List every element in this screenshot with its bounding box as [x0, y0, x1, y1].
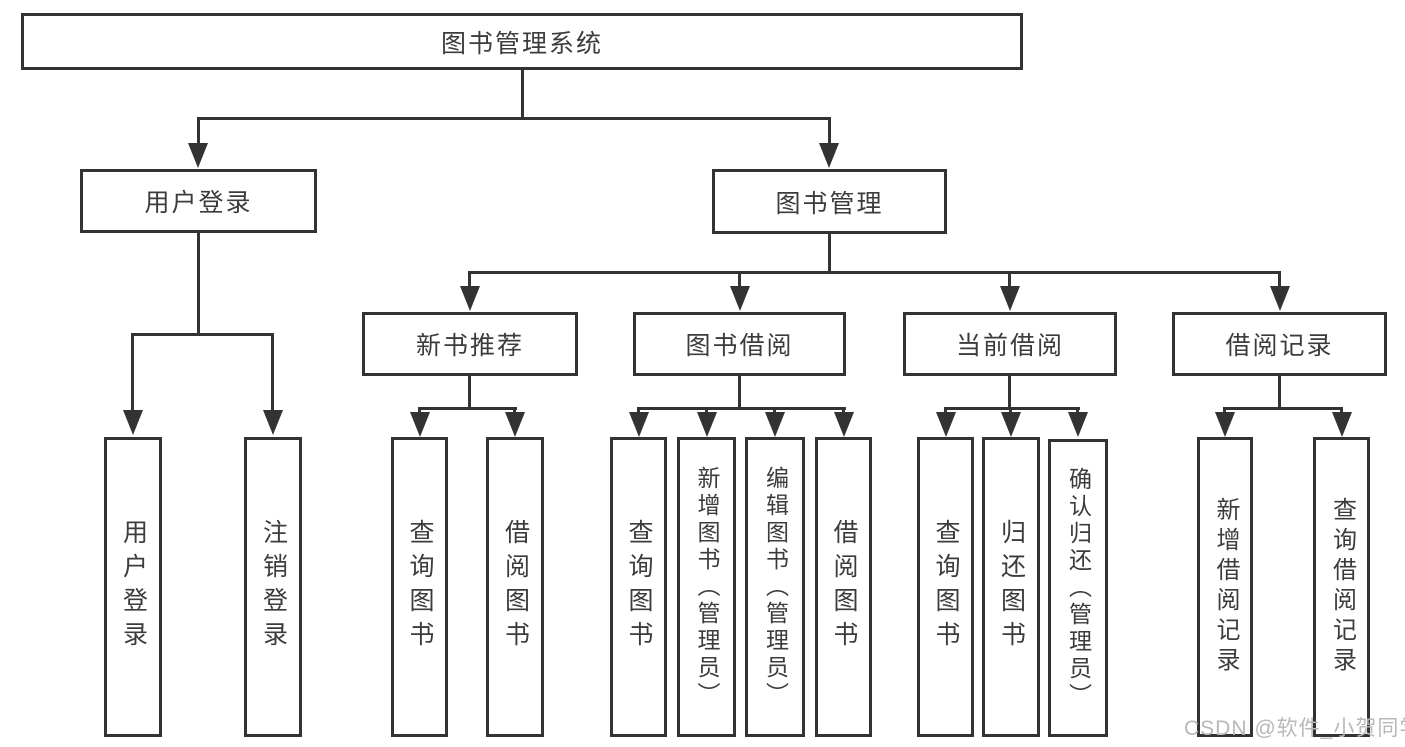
node-borrowing-records: 借阅记录	[1172, 312, 1387, 376]
arrowhead-down	[1000, 286, 1020, 311]
leaf-label: 借阅图书	[501, 519, 530, 655]
arrowhead-down	[1215, 412, 1235, 437]
node-book-management: 图书管理	[712, 169, 947, 234]
connector-line	[1009, 407, 1012, 413]
connector-line	[828, 234, 831, 271]
node-user-login: 用户登录	[80, 169, 317, 233]
arrowhead-down	[263, 410, 283, 435]
node-leaf-logout-action: 注销登录	[244, 437, 302, 737]
connector-line	[944, 407, 947, 413]
csdn-watermark: CSDN @软件_小贺同学	[1184, 717, 1405, 740]
arrowhead-down	[460, 286, 480, 311]
connector-line	[842, 407, 845, 413]
node-book-borrowing: 图书借阅	[633, 312, 846, 376]
leaf-label: 新增图书（管理员）	[694, 465, 720, 709]
node-new-book-recommend-label: 新书推荐	[415, 332, 524, 360]
connector-line	[418, 407, 517, 410]
connector-line	[1340, 407, 1343, 413]
arrowhead-down	[1068, 412, 1088, 437]
node-new-book-recommend: 新书推荐	[362, 312, 578, 376]
connector-line	[828, 117, 831, 145]
connector-line	[131, 333, 134, 411]
leaf-label: 归还图书	[997, 519, 1026, 655]
leaf-label: 查询图书	[932, 519, 960, 655]
connector-line	[468, 376, 471, 407]
arrowhead-down	[834, 412, 854, 437]
connector-line	[131, 333, 274, 336]
connector-line	[944, 407, 1080, 410]
connector-line	[1008, 271, 1011, 288]
node-borrowing-records-label: 借阅记录	[1225, 332, 1334, 360]
node-leaf-edit-books-admin: 编辑图书（管理员）	[745, 437, 805, 737]
connector-line	[513, 407, 516, 413]
connector-line	[197, 233, 200, 333]
connector-line	[1008, 376, 1011, 407]
arrowhead-down	[765, 412, 785, 437]
leaf-label: 确认归还（管理员）	[1065, 466, 1092, 710]
node-leaf-query-borrow-record: 查询借阅记录	[1313, 437, 1370, 737]
node-current-borrowing-label: 当前借阅	[955, 332, 1064, 360]
connector-line	[521, 70, 524, 117]
node-leaf-borrow-books-borrowing: 借阅图书	[815, 437, 872, 737]
connector-line	[1223, 407, 1343, 410]
connector-line	[738, 271, 741, 288]
node-root: 图书管理系统	[21, 13, 1023, 70]
node-book-borrowing-label: 图书借阅	[685, 332, 794, 360]
leaf-label: 用户登录	[119, 519, 148, 655]
connector-line	[418, 407, 421, 413]
node-leaf-query-books-recommend: 查询图书	[391, 437, 448, 737]
arrowhead-down	[697, 412, 717, 437]
connector-line	[705, 407, 708, 413]
connector-line	[1223, 407, 1226, 413]
arrowhead-down	[410, 412, 430, 437]
connector-line	[468, 271, 1281, 274]
arrowhead-down	[936, 412, 956, 437]
leaf-label: 查询借阅记录	[1328, 497, 1356, 677]
leaf-label: 新增借阅记录	[1212, 497, 1239, 677]
node-leaf-borrow-books-recommend: 借阅图书	[486, 437, 544, 737]
leaf-label: 编辑图书（管理员）	[762, 465, 789, 709]
node-leaf-user-login-action: 用户登录	[104, 437, 162, 737]
leaf-label: 注销登录	[259, 519, 288, 655]
connector-line	[1076, 407, 1079, 413]
arrowhead-down	[123, 410, 143, 435]
connector-line	[637, 407, 640, 413]
arrowhead-down	[730, 286, 750, 311]
node-root-label: 图书管理系统	[440, 29, 603, 58]
arrowhead-down	[629, 412, 649, 437]
arrowhead-down	[819, 143, 839, 168]
connector-line	[197, 117, 200, 145]
connector-line	[773, 407, 776, 413]
node-book-management-label: 图书管理	[775, 189, 884, 218]
node-current-borrowing: 当前借阅	[903, 312, 1117, 376]
node-leaf-add-books-admin: 新增图书（管理员）	[677, 437, 736, 737]
connector-line	[738, 376, 741, 407]
connector-line	[1278, 271, 1281, 288]
arrowhead-down	[1270, 286, 1290, 311]
node-leaf-confirm-return-admin: 确认归还（管理员）	[1048, 439, 1108, 737]
connector-line	[637, 407, 846, 410]
node-leaf-return-books: 归还图书	[982, 437, 1040, 737]
leaf-label: 查询图书	[406, 519, 434, 655]
node-leaf-query-books-borrowing: 查询图书	[610, 437, 667, 737]
arrowhead-down	[505, 412, 525, 437]
connector-line	[271, 333, 274, 411]
arrowhead-down	[188, 143, 208, 168]
node-leaf-add-borrow-record: 新增借阅记录	[1197, 437, 1253, 737]
arrowhead-down	[1332, 412, 1352, 437]
node-leaf-query-books-current: 查询图书	[917, 437, 974, 737]
connector-line	[1278, 376, 1281, 407]
arrowhead-down	[1001, 412, 1021, 437]
connector-line	[468, 271, 471, 288]
node-user-login-label: 用户登录	[144, 189, 253, 217]
connector-line	[197, 117, 831, 120]
leaf-label: 查询图书	[625, 519, 653, 655]
leaf-label: 借阅图书	[830, 519, 858, 655]
